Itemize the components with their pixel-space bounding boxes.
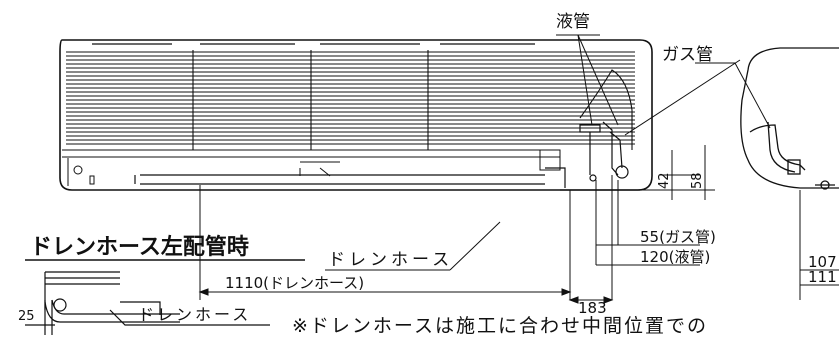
dim-183: 183 <box>578 299 607 317</box>
installation-note: ※ドレンホースは施工に合わせ中間位置での <box>292 315 708 337</box>
gas-pipe-label: ガス管 <box>662 45 713 65</box>
dim-120-liquid: 120(液管) <box>640 248 710 266</box>
dimension-lines <box>198 145 839 304</box>
grille-dividers <box>192 50 429 150</box>
dim-1110-drain: 1110(ドレンホース) <box>225 274 364 292</box>
dim-55-gas: 55(ガス管) <box>640 228 716 246</box>
drain-left-title: ドレンホース左配管時 <box>30 234 249 260</box>
side-outline <box>740 47 839 189</box>
side-view <box>740 47 839 190</box>
dim-25: 25 <box>18 309 35 324</box>
dim-58: 58 <box>690 172 705 189</box>
liquid-pipe-label: 液管 <box>556 12 590 32</box>
front-grille <box>66 51 635 145</box>
indoor-unit <box>59 39 653 191</box>
drain-hose-small-label: ドレンホース <box>138 305 251 324</box>
dim-42: 42 <box>657 172 672 189</box>
leader-lines <box>325 34 771 271</box>
dim-107: 107 <box>808 253 837 271</box>
front-pipe-fittings <box>560 121 640 191</box>
left-drain-detail <box>25 259 305 335</box>
dim-111: 111 <box>808 268 837 286</box>
drain-hose-main-label: ドレンホース <box>328 250 453 270</box>
drain-pan <box>134 167 566 188</box>
